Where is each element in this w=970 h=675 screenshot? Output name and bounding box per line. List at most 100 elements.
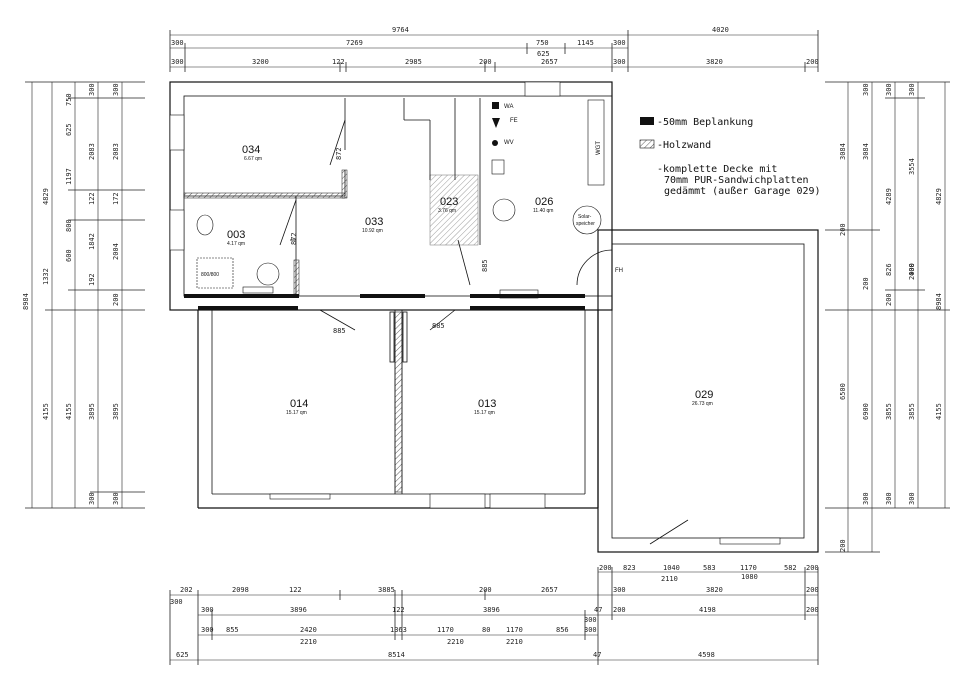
dim-bot-r3-d: 1363 xyxy=(390,626,407,634)
sink-026-icon xyxy=(491,159,505,175)
dim-bot-r4-b: 8514 xyxy=(388,651,405,659)
dim-bot-r2-f: 200 xyxy=(613,606,626,614)
dim-bot-g-c: 1040 xyxy=(663,564,680,572)
dim-bot-r2-c: 122 xyxy=(392,606,405,614)
dim-top-r2-c: 750 xyxy=(536,39,549,47)
dim-bot-r3-b: 855 xyxy=(226,626,239,634)
dim-left-c4-d: 1842 xyxy=(88,233,96,250)
dim-right-c1-b: 200 xyxy=(839,223,847,236)
dim-bot-g2-b: 1080 xyxy=(741,573,758,581)
dim-right-c1-a: 3084 xyxy=(839,143,847,160)
legend-holzwand: -Holzwand xyxy=(657,140,711,151)
dim-bot-r3b-c: 2210 xyxy=(506,638,523,646)
label-fe: FE xyxy=(510,118,518,124)
door-labels: 885 885 885 872 872 xyxy=(290,147,489,335)
dim-bot-r4-c: 47 xyxy=(593,651,601,659)
room-023-number: 023 xyxy=(440,196,458,208)
dim-bot-r2-b: 3896 xyxy=(290,606,307,614)
dim-left-c4-f: 3895 xyxy=(88,403,96,420)
dim-right-c3-c: 826 xyxy=(885,263,893,276)
dim-left-c4-b: 2083 xyxy=(88,143,96,160)
dim-bot-r2-a: 300 xyxy=(201,606,214,614)
dim-bot-r1-i: 200 xyxy=(806,586,819,594)
room-013-number: 013 xyxy=(478,398,496,410)
top-dimensions xyxy=(169,30,819,72)
wa-symbol-icon xyxy=(492,102,499,109)
dim-left-c4-g: 300 xyxy=(88,492,96,505)
dim-right-c3-f: 300 xyxy=(885,492,893,505)
beplankung-walls xyxy=(184,294,585,310)
right-dim-texts: 3084 200 6500 200 300 3084 200 6900 300 … xyxy=(839,83,943,552)
dim-bot-r1-d: 3885 xyxy=(378,586,395,594)
dim-right-c6-b: 8984 xyxy=(935,293,943,310)
dim-bot-r1-a: 202 xyxy=(180,586,193,594)
room-029-area: 26.73 qm xyxy=(692,401,713,407)
dim-right-c2-c: 200 xyxy=(862,277,870,290)
dim-top-r3-h: 3820 xyxy=(706,58,723,66)
dim-bot-g-d: 583 xyxy=(703,564,716,572)
dim-left-c3-b: 625 xyxy=(65,123,73,136)
dim-bot-g-b: 823 xyxy=(623,564,636,572)
legend-note-3: gedämmt (außer Garage 029) xyxy=(664,186,821,197)
walls xyxy=(169,81,819,553)
room-034-number: 034 xyxy=(242,144,260,156)
holzwand-segments xyxy=(183,169,479,493)
dim-top-r2-b: 7269 xyxy=(346,39,363,47)
dim-bot-r1-f: 2657 xyxy=(541,586,558,594)
dim-right-c4-a: 300 xyxy=(908,83,916,96)
dim-bot-r4-d: 4598 xyxy=(698,651,715,659)
dim-left-c5-g: 300 xyxy=(112,492,120,505)
doors xyxy=(279,119,689,545)
bottom-dim-texts: 200 823 1040 583 1170 582 200 2110 1080 … xyxy=(170,564,819,659)
dim-right-c1-d: 200 xyxy=(839,539,847,552)
dim-bot-r1-e: 200 xyxy=(479,586,492,594)
room-003-area: 4.17 qm xyxy=(227,241,245,247)
toilet-icon xyxy=(196,214,214,236)
dim-left-c3-d: 800 xyxy=(65,219,73,232)
fe-box-icon xyxy=(499,289,539,299)
dim-left-c5-a: 300 xyxy=(112,83,120,96)
dim-bot-r2-h: 200 xyxy=(806,606,819,614)
room-029-number: 029 xyxy=(695,389,713,401)
dim-top-r3-b: 3200 xyxy=(252,58,269,66)
label-wa: WA xyxy=(504,104,513,110)
room-labels: 034 6.67 qm 003 4.17 qm 033 10.92 qm 023… xyxy=(227,144,713,416)
dim-bot-r3-a: 300 xyxy=(201,626,214,634)
dim-left-c5-e: 200 xyxy=(112,293,120,306)
dim-left-c4-a: 300 xyxy=(88,83,96,96)
bottom-dimensions xyxy=(169,567,819,665)
dim-top-r2-a: 300 xyxy=(171,39,184,47)
dim-top-r3-c: 122 xyxy=(332,58,345,66)
dim-bot-r1-g: 300 xyxy=(613,586,626,594)
dim-bot-g-g: 200 xyxy=(806,564,819,572)
windows xyxy=(169,81,781,545)
dim-left-c5-d: 2004 xyxy=(112,243,120,260)
room-026-area: 11.40 qm xyxy=(533,208,553,214)
dim-bot-r3-c: 2420 xyxy=(300,626,317,634)
dim-right-c2-a: 300 xyxy=(862,83,870,96)
legend-holzwand-swatch xyxy=(639,139,655,149)
door-dim-1: 885 xyxy=(333,327,346,335)
label-wgt: WGT xyxy=(596,141,602,155)
dim-left-c5-f: 3895 xyxy=(112,403,120,420)
dim-bot-g-e: 1170 xyxy=(740,564,757,572)
dim-bot-r1-h: 3820 xyxy=(706,586,723,594)
right-dimensions xyxy=(825,81,950,553)
left-dim-texts: 8984 4829 1332 4155 750 625 1197 800 600… xyxy=(22,83,120,505)
room-026-number: 026 xyxy=(535,196,553,208)
room-013-area: 15.17 qm xyxy=(474,410,495,416)
room-014-number: 014 xyxy=(290,398,308,410)
dim-bot-g-f: 582 xyxy=(784,564,797,572)
dim-right-c2-b: 3084 xyxy=(862,143,870,160)
label-wv: WV xyxy=(504,140,514,146)
dim-bot-g2-a: 2110 xyxy=(661,575,678,583)
dim-bot-r3-h: 856 xyxy=(556,626,569,634)
counter-icon xyxy=(242,286,274,294)
dim-bot-r3b-a: 2210 xyxy=(300,638,317,646)
door-dim-5: 872 xyxy=(290,232,298,245)
dim-right-c2-d: 6900 xyxy=(862,403,870,420)
room-034-area: 6.67 qm xyxy=(244,156,262,162)
dim-bot-r1-c: 122 xyxy=(289,586,302,594)
dim-left-c5-c: 172 xyxy=(112,192,120,205)
